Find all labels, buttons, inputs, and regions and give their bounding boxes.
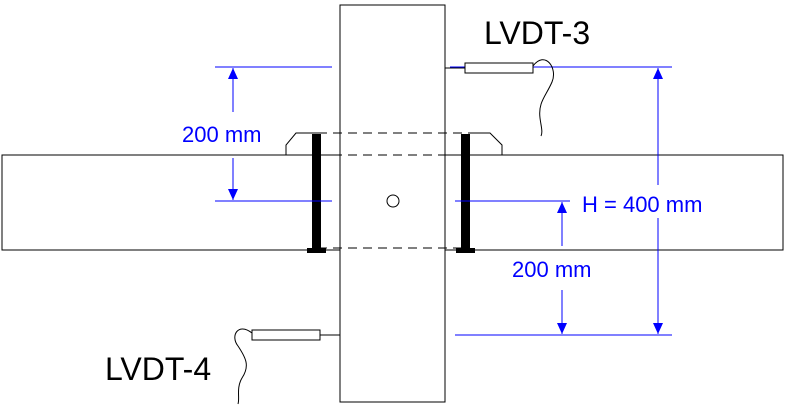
lvdt-top-cable	[532, 59, 554, 137]
left-dimension-label: 200 mm	[182, 122, 261, 147]
left-rod-nut	[307, 248, 326, 253]
lvdt-top-label: LVDT-3	[484, 15, 590, 51]
height-dimension-label: H = 400 mm	[582, 192, 702, 217]
right-threaded-rod	[461, 134, 470, 250]
left-threaded-rod	[312, 134, 321, 250]
lvdt-bottom-cable	[234, 328, 253, 405]
lvdt-bottom-label: LVDT-4	[105, 351, 211, 387]
pivot-hole	[386, 194, 400, 208]
left-bracket	[285, 132, 318, 155]
lvdt-top-sensor	[464, 62, 534, 74]
lvdt-bottom-sensor	[251, 329, 321, 341]
right-bracket	[468, 132, 503, 155]
right-rod-nut	[456, 248, 475, 253]
lower-dimension-label: 200 mm	[512, 257, 591, 282]
